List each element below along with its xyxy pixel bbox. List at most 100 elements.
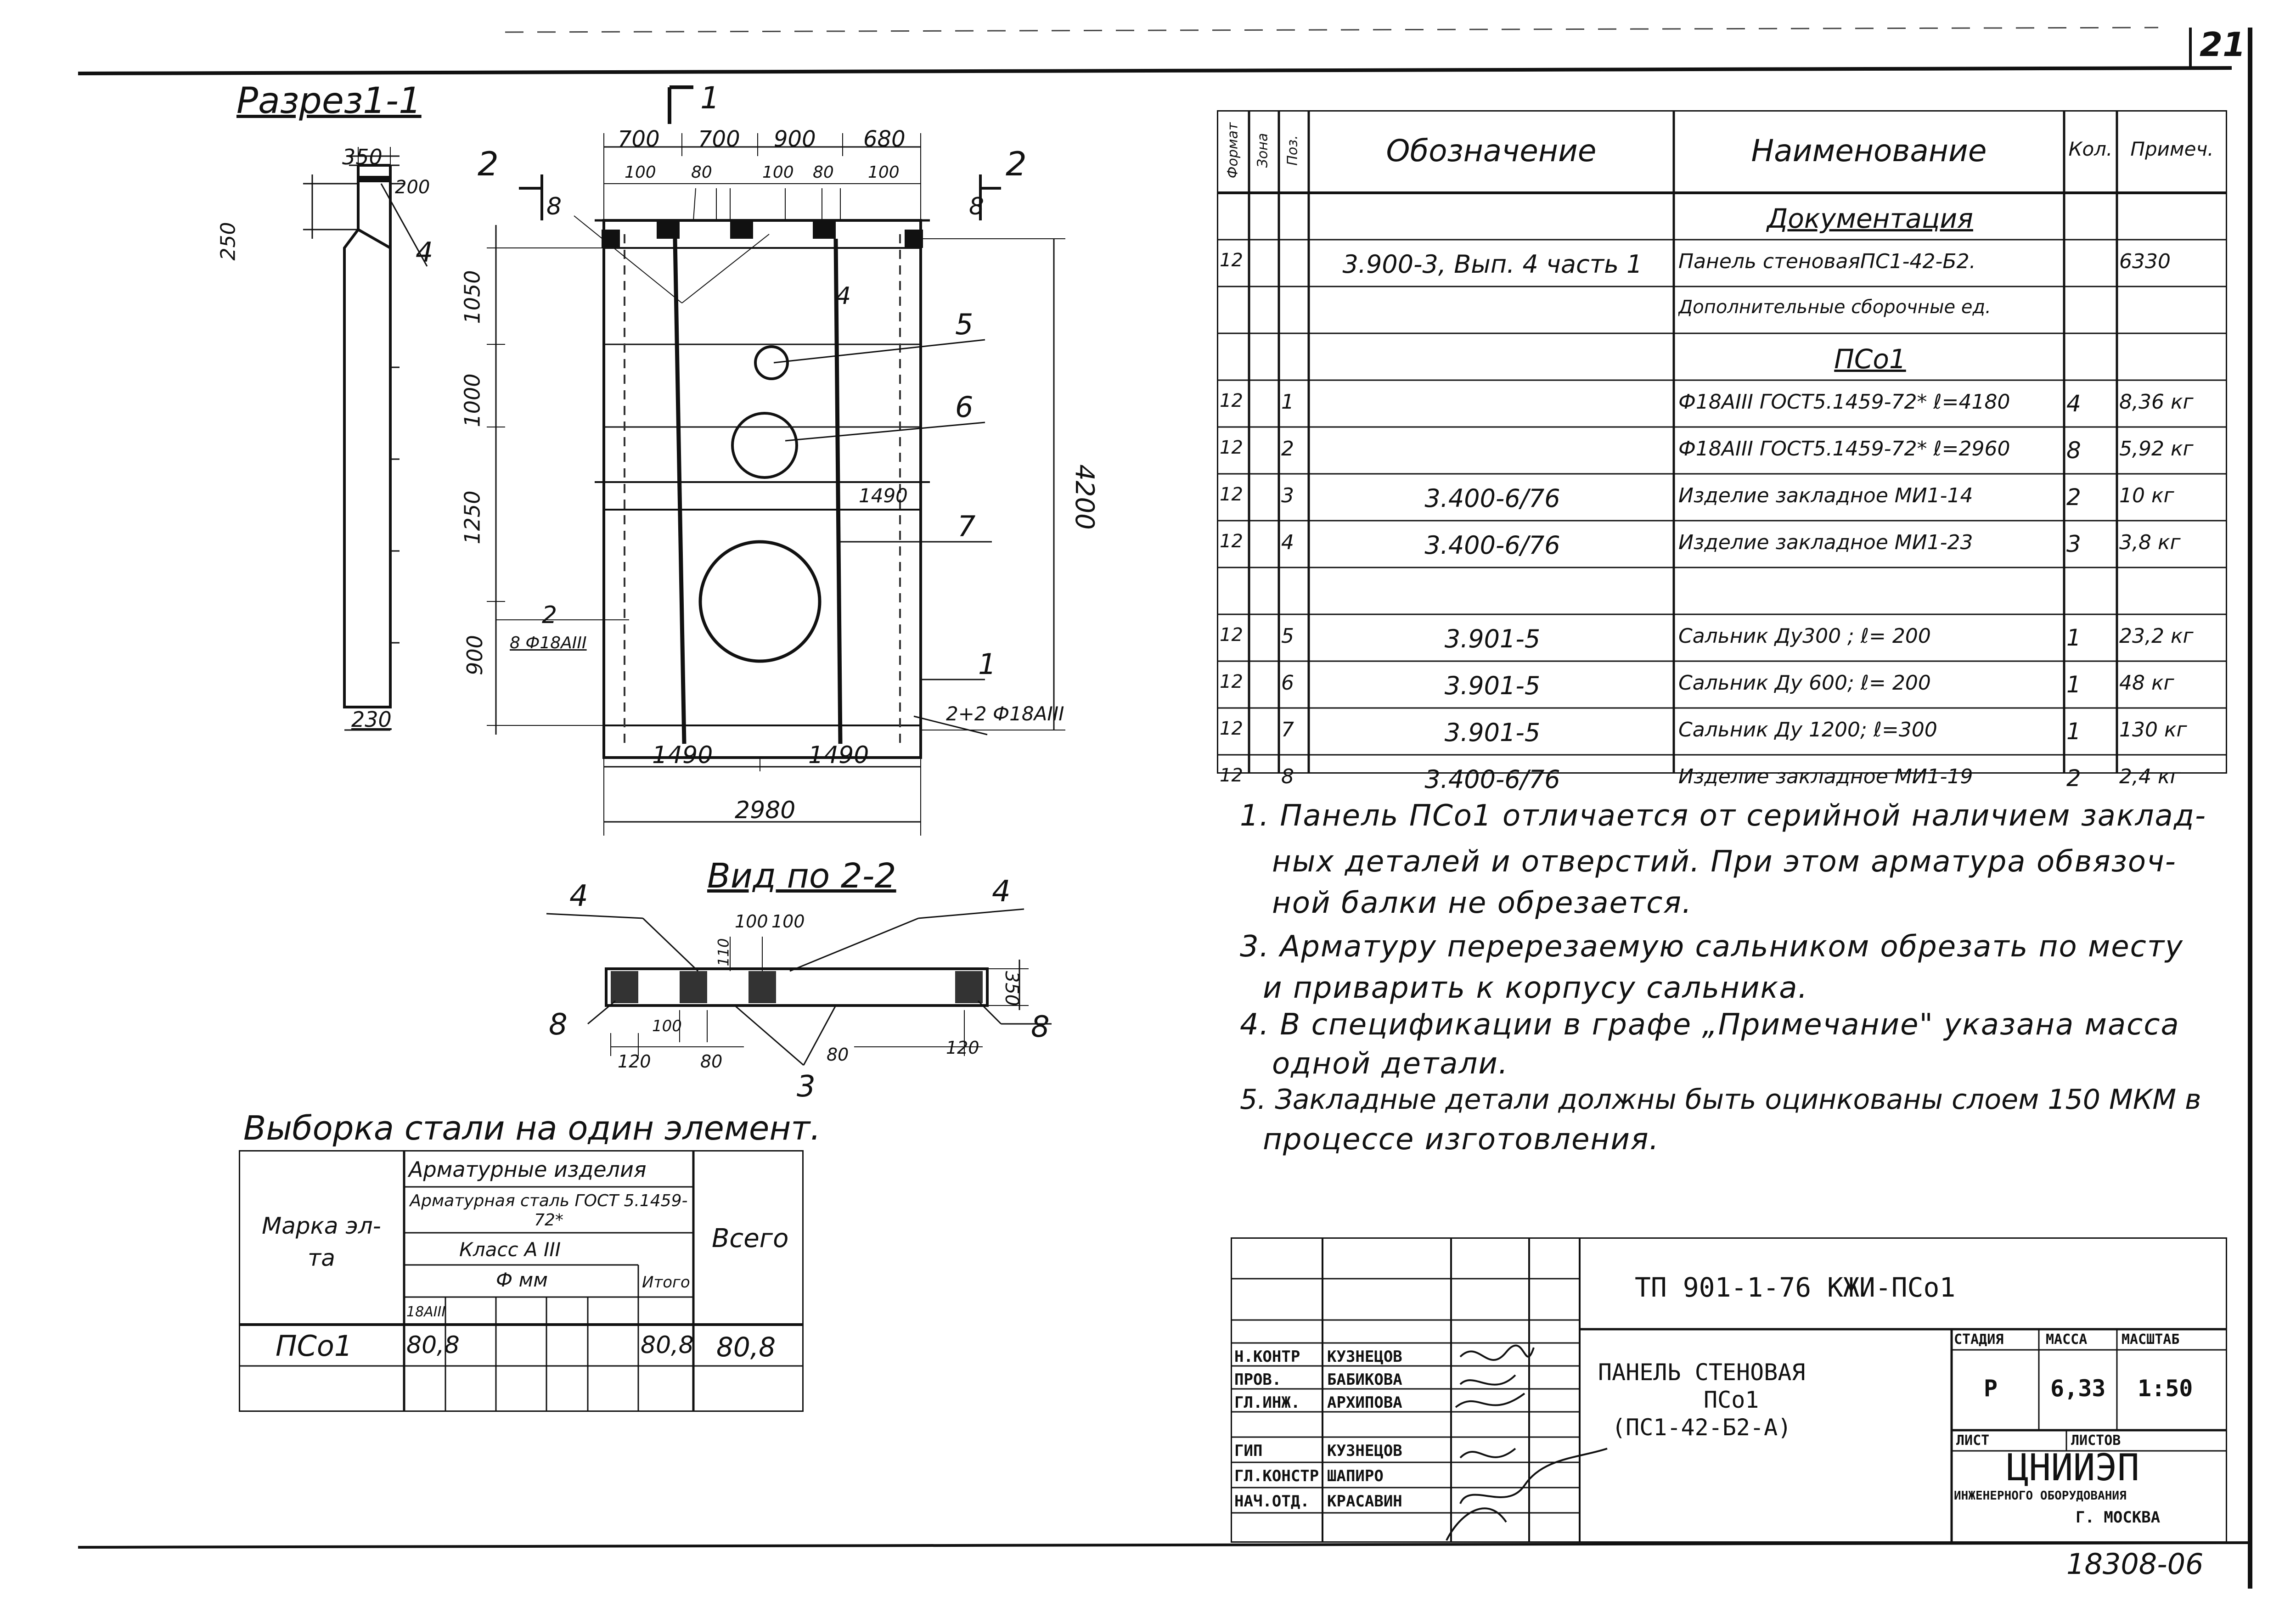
panel-elevation	[487, 85, 1065, 836]
view-dim-bottom-4: 80	[827, 1045, 849, 1065]
spec-cell-format: 12	[1220, 671, 1243, 692]
spec-header-designation: Обозначение	[1386, 133, 1597, 169]
steel-row-v18: 80,8	[406, 1331, 460, 1359]
sheet-number: 21	[2200, 25, 2246, 64]
tb-signer-role-5: ГИП	[1234, 1442, 1263, 1460]
spec-cell-format: 12	[1220, 624, 1243, 646]
tb-scale-header: МАСШТАБ	[2122, 1331, 2180, 1348]
elev-right-dim: 4200	[1069, 464, 1099, 530]
spec-cell-name: Сальник Ду300 ; ℓ= 200	[1678, 624, 1931, 648]
spec-cell-pos: 4	[1281, 531, 1294, 554]
spec-cell-pos: 3	[1281, 484, 1294, 507]
spec-cell-note: 6330	[2119, 250, 2171, 273]
spec-cell-pos: 7	[1281, 718, 1294, 742]
spec-header-qty: Кол.	[2068, 138, 2113, 160]
spec-cell-designation: 3.901-5	[1444, 671, 1541, 700]
tb-code: ТП 901-1-76 КЖИ-ПСо1	[1635, 1272, 1956, 1303]
elev-rebar-left: 8 Ф18АIII	[510, 634, 587, 652]
elev-label-d: 5	[955, 308, 974, 341]
tb-signer-name-3: АРХИПОВА	[1327, 1393, 1402, 1412]
elev-top-dim-3: 900	[774, 126, 816, 152]
spec-cell-name: Изделие закладное МИ1-23	[1678, 531, 1973, 554]
elev-label-f: 7	[957, 510, 976, 543]
tb-title-line-3: (ПС1-42-Б2-А)	[1612, 1414, 1792, 1441]
spec-cell-name: Изделие закладное МИ1-14	[1678, 484, 1973, 507]
spec-cell-name: Панель стеноваяПС1-42-Б2.	[1678, 250, 1976, 273]
spec-header-zone: Зона	[1255, 133, 1271, 168]
elev-label-b: 8	[969, 193, 985, 220]
tb-title-line-2: ПСо1	[1704, 1387, 1759, 1413]
spec-cell-note: 23,2 кг	[2119, 624, 2194, 648]
note-line-7: одной детали.	[1272, 1047, 1509, 1081]
spec-cell-note: 8,36 кг	[2119, 390, 2194, 414]
tb-scale: 1:50	[2138, 1375, 2193, 1402]
elev-top-dim-4: 680	[863, 126, 906, 152]
steel-d18: 18АIII	[406, 1304, 446, 1320]
tb-signer-role-7: НАЧ.ОТД.	[1234, 1492, 1310, 1511]
spec-cell-note: 3,8 кг	[2119, 531, 2181, 554]
spec-cell-pos: 5	[1281, 624, 1294, 648]
spec-cell-format: 12	[1220, 390, 1243, 411]
elev-label-e: 6	[955, 390, 974, 424]
spec-cell-note: 10 кг	[2119, 484, 2174, 507]
tb-signer-role-1: Н.КОНТР	[1234, 1348, 1300, 1366]
elev-left-dim-3: 1250	[460, 490, 485, 545]
steel-type: Арматурная сталь ГОСТ 5.1459-72*	[410, 1191, 688, 1230]
spec-cell-designation: 3.901-5	[1444, 718, 1541, 747]
steel-itogo: Итого	[642, 1273, 690, 1292]
spec-header-pos: Поз.	[1284, 135, 1301, 166]
elev-small-dim-2: 80	[691, 163, 712, 182]
section-title: Разрез1-1	[236, 80, 422, 122]
steel-group: Арматурные изделия	[409, 1157, 647, 1182]
section-1-1-drawing	[303, 147, 428, 731]
tb-mass-header: МАССА	[2046, 1331, 2088, 1348]
steel-title: Выборка стали на один элемент.	[243, 1109, 821, 1147]
section-mark-1: 1	[700, 80, 720, 116]
note-line-4: 3. Арматуру перерезаемую сальником обрез…	[1240, 930, 2183, 964]
spec-cell-note: 130 кг	[2119, 718, 2187, 742]
view-label-8-left: 8	[549, 1008, 568, 1042]
spec-cell-qty: 2	[2066, 484, 2081, 511]
spec-cell-format: 12	[1220, 250, 1243, 271]
spec-header-format: Формат	[1225, 122, 1241, 179]
footer-code: 18308-06	[2066, 1547, 2204, 1581]
section-dim-top: 350	[342, 145, 383, 169]
view-dim-bottom-2: 120	[618, 1051, 651, 1072]
view-2-2-drawing	[546, 908, 1052, 1066]
section-pos-label: 4	[416, 236, 433, 269]
elev-label-a: 8	[546, 193, 562, 220]
steel-diam: Ф мм	[496, 1269, 548, 1291]
view-dim-top-3: 110	[715, 938, 732, 966]
spec-cell-format: 12	[1220, 718, 1243, 739]
section-dim-step: 200	[395, 177, 430, 198]
tb-city: Г. МОСКВА	[2076, 1508, 2161, 1527]
view-height: 350	[1001, 971, 1023, 1006]
view-dim-bottom-1: 100	[652, 1017, 682, 1035]
spec-cell-designation: 3.400-6/76	[1424, 765, 1560, 794]
spec-cell-format: 12	[1220, 484, 1243, 505]
steel-total: Всего	[712, 1224, 789, 1253]
view-dim-top-2: 100	[771, 911, 805, 932]
view-label-4-left: 4	[569, 879, 588, 913]
spec-cell-format: 12	[1220, 765, 1243, 786]
spec-cell-designation: 3.900-3, Вып. 4 часть 1	[1342, 250, 1643, 279]
spec-cell-name: Сальник Ду 600; ℓ= 200	[1678, 671, 1931, 695]
spec-cell-qty: 4	[2066, 390, 2081, 417]
spec-cell-qty: 1	[2066, 671, 2081, 698]
spec-table: Формат Зона Поз. Обозначение Наименовани…	[1217, 110, 2227, 794]
elev-top-dim-2: 700	[698, 126, 740, 152]
spec-cell-designation: 3.901-5	[1444, 624, 1541, 653]
spec-cell-format: 12	[1220, 437, 1243, 458]
tb-mass: 6,33	[2050, 1375, 2106, 1402]
tb-org: ЦНИИЭП	[2007, 1446, 2139, 1489]
steel-col-mark: Марка эл-та	[262, 1213, 381, 1271]
section-dim-bottom: 230	[351, 707, 392, 732]
elev-small-dim-4: 80	[813, 163, 834, 182]
elev-small-dim-1: 100	[625, 163, 656, 182]
cut-mark-right: 2	[1006, 145, 1027, 183]
tb-title-line-1: ПАНЕЛЬ СТЕНОВАЯ	[1598, 1359, 1806, 1386]
cut-mark-left: 2	[478, 145, 499, 183]
elev-small-dim-5: 100	[868, 163, 900, 182]
note-line-2: ных деталей и отверстий. При этом армату…	[1272, 845, 2177, 879]
